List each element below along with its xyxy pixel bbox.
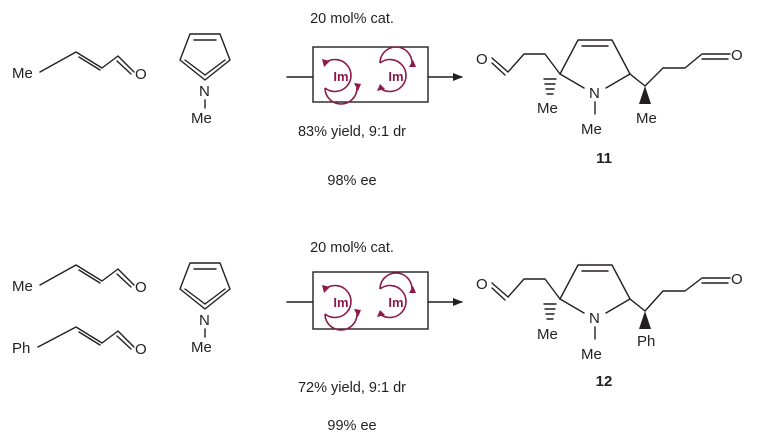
n-methylpyrrole-1: N Me — [179, 33, 231, 127]
product-11: O N Me Me Me O 11 — [476, 39, 743, 167]
wedge-bond — [639, 86, 651, 104]
hashed-bond — [543, 78, 557, 95]
methyl-label: Me — [191, 110, 212, 127]
phenyl-label: Ph — [12, 340, 30, 357]
methyl-label: Me — [636, 110, 657, 127]
compound-number: 12 — [596, 373, 613, 390]
oxygen-label: O — [476, 51, 488, 68]
compound-number: 11 — [596, 150, 612, 167]
oxygen-label: O — [476, 276, 488, 293]
phenyl-label: Ph — [637, 333, 655, 350]
catalyst-loading: 20 mol% cat. — [310, 11, 394, 27]
oxygen-label: O — [135, 66, 147, 83]
catalyst-label: Im — [333, 69, 348, 84]
catalyst-box — [312, 271, 429, 330]
methyl-label: Me — [537, 326, 558, 343]
nitrogen-label: N — [589, 85, 600, 102]
n-methylpyrrole-2: N Me — [179, 262, 231, 356]
nitrogen-label: N — [589, 310, 600, 327]
methyl-label: Me — [537, 100, 558, 117]
oxygen-label: O — [731, 47, 743, 64]
methyl-label: Me — [581, 346, 602, 363]
cinnamaldehyde: Ph O — [12, 326, 147, 358]
reaction-2: Me O Ph O N Me 20 mol% cat. — [12, 240, 743, 434]
yield-dr: 72% yield, 9:1 dr — [298, 380, 406, 396]
methyl-label: Me — [581, 121, 602, 138]
product-12: O N Me Me Ph O 12 — [476, 264, 743, 390]
methyl-label: Me — [12, 278, 33, 295]
catalyst-cycle-right: Im — [377, 46, 416, 93]
crotonaldehyde-1: Me O — [12, 51, 147, 83]
catalyst-label: Im — [333, 295, 348, 310]
wedge-bond — [639, 311, 651, 329]
hashed-bond — [543, 303, 557, 320]
reaction-1: Me O N Me 20 mol% cat. Im — [12, 11, 743, 189]
catalyst-label: Im — [388, 295, 403, 310]
crotonaldehyde-2: Me O — [12, 264, 147, 296]
methyl-label: Me — [191, 339, 212, 356]
yield-dr: 83% yield, 9:1 dr — [298, 124, 406, 140]
nitrogen-label: N — [199, 83, 210, 100]
enantiomeric-excess: 98% ee — [327, 173, 376, 189]
oxygen-label: O — [731, 271, 743, 288]
catalyst-cycle-right: Im — [377, 272, 416, 319]
catalyst-box — [312, 46, 429, 103]
catalyst-cycle-left: Im — [322, 58, 361, 105]
oxygen-label: O — [135, 279, 147, 296]
catalyst-label: Im — [388, 69, 403, 84]
oxygen-label: O — [135, 341, 147, 358]
nitrogen-label: N — [199, 312, 210, 329]
catalyst-cycle-left: Im — [322, 284, 361, 331]
catalyst-loading: 20 mol% cat. — [310, 240, 394, 256]
methyl-label: Me — [12, 65, 33, 82]
enantiomeric-excess: 99% ee — [327, 418, 376, 434]
